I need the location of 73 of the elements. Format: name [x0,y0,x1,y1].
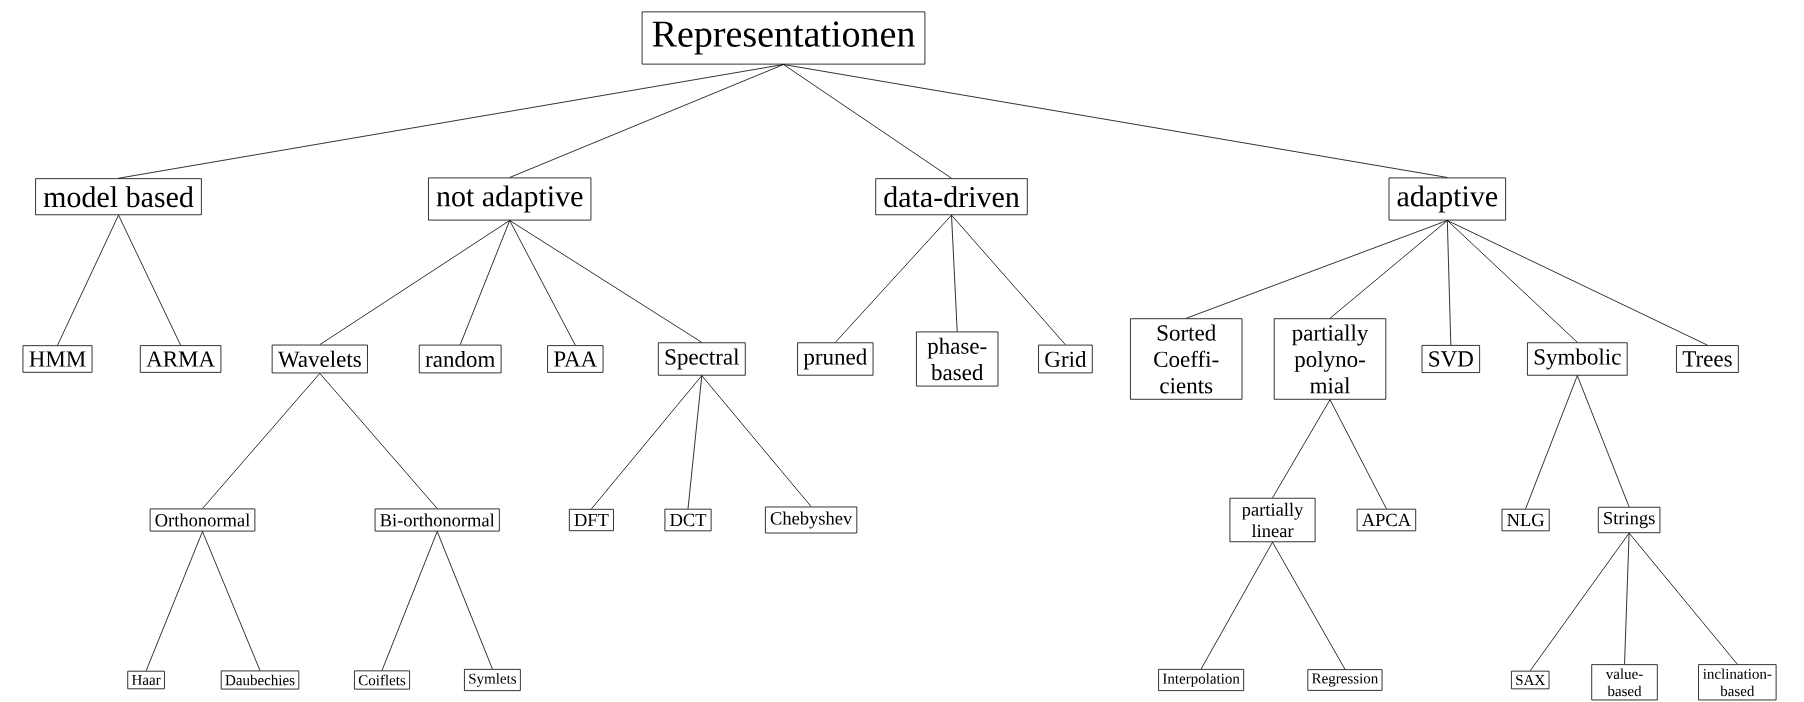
tree-line [436,531,493,670]
category-box: data-driven [875,178,1028,216]
category-box: pruned [797,342,874,376]
tree-line [1329,399,1387,510]
category-box: SVD [1421,345,1480,373]
tree-line [1624,532,1630,665]
category-box: Orthonormal [149,508,256,532]
category-box: Haar [127,670,165,690]
tree-line [951,214,1066,346]
tree-line [118,64,784,179]
category-box: Strings [1597,506,1661,534]
tree-line [951,214,958,332]
category-box: Bi-orthonormal [374,508,500,532]
tree-line [319,372,438,509]
category-box: Trees [1676,345,1739,373]
category-box: DCT [664,508,712,532]
category-box: ARMA [139,345,222,373]
category-box: value- based [1591,664,1658,701]
tree-line [701,375,812,507]
category-box: NLG [1501,508,1550,532]
category-box: partially polyno- mial [1273,318,1387,400]
category-box: adaptive [1388,177,1507,221]
category-box: SAX [1511,670,1550,690]
tree-line [509,220,576,346]
tree-line [687,375,703,510]
category-box: Coiflets [354,670,410,690]
tree-line [1272,541,1346,670]
category-box: Representationen [641,11,926,65]
tree-line [459,220,511,346]
tree-line [319,220,511,346]
category-box: model based [35,178,202,216]
category-box: Chebyshev [765,506,858,534]
tree-line [834,214,952,343]
tree-line [202,372,321,509]
tree-line [1200,541,1273,670]
category-box: Regression [1307,669,1383,691]
category-box: partially linear [1229,497,1316,543]
tree-line [1446,220,1452,346]
tree-line [1185,220,1448,319]
tree-line [1576,375,1630,508]
tree-line [1628,532,1738,665]
category-box: HMM [22,345,93,373]
category-box: Symbolic [1527,342,1628,376]
category-box: DFT [568,508,614,532]
tree-line [509,64,784,178]
tree-line [783,64,1448,178]
tree-line [783,64,952,179]
category-box: phase- based [916,331,999,387]
category-box: PAA [547,345,604,373]
category-box: not adaptive [428,177,592,221]
category-box: APCA [1356,508,1417,532]
category-box: Symlets [464,669,521,691]
category-box: Daubechies [220,670,300,690]
tree-line [145,531,203,672]
category-box: Spectral [657,342,746,376]
tree-line [1529,532,1630,672]
category-box: Interpolation [1158,669,1245,691]
tree-line [118,214,181,346]
tree-line [1525,375,1578,510]
category-box: random [418,344,502,374]
category-box: Wavelets [271,344,368,374]
category-box: Grid [1038,344,1093,374]
tree-line [509,220,703,343]
tree-line [591,375,703,510]
tree-line [1446,220,1708,346]
tree-line [1329,220,1448,319]
category-box: Sorted Coeffi- cients [1130,318,1243,400]
tree-line [1272,399,1331,499]
tree-line [381,531,438,671]
tree-line [1446,220,1578,343]
category-box: inclination- based [1698,664,1777,701]
tree-line [57,214,119,346]
tree-line [202,531,261,671]
